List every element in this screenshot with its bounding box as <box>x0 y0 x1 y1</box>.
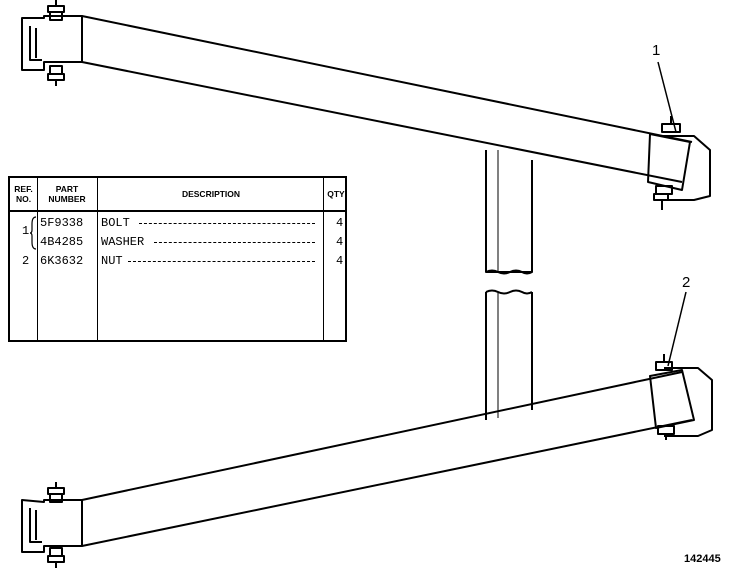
header-qty: QTY <box>327 189 345 199</box>
right-mount-lower <box>649 354 713 440</box>
part-description: NUT <box>101 254 123 268</box>
leader-line-2 <box>667 291 687 367</box>
ref-brace-icon <box>30 216 37 250</box>
leader-line-1 <box>657 61 677 133</box>
callout-2: 2 <box>682 274 691 291</box>
left-bracket-upper <box>21 0 83 86</box>
part-number: 5F9338 <box>40 216 84 230</box>
part-description: WASHER <box>101 235 145 249</box>
quantity: 4 <box>336 216 344 230</box>
header-description: DESCRIPTION <box>181 189 241 199</box>
column-divider <box>97 178 98 340</box>
ref-number: 1 <box>22 224 30 238</box>
part-number: 4B4285 <box>40 235 84 249</box>
lower-brace <box>81 371 693 547</box>
column-divider <box>37 178 38 340</box>
table-row: 4B4285 WASHER 4 <box>10 233 345 253</box>
table-row: 1 5F9338 BOLT 4 <box>10 214 345 238</box>
header-ref-no: REF. NO. <box>14 184 33 204</box>
frame-member <box>485 150 533 420</box>
column-divider <box>323 178 324 340</box>
callout-1: 1 <box>652 42 661 59</box>
quantity: 4 <box>336 254 344 268</box>
parts-table: REF. NO. PART NUMBER DESCRIPTION QTY 1 5… <box>8 176 347 342</box>
part-number: 6K3632 <box>40 254 84 268</box>
header-part-number: PART NUMBER <box>48 184 86 204</box>
upper-brace <box>81 15 693 183</box>
right-mount-upper <box>647 116 711 210</box>
ref-number: 2 <box>22 254 30 268</box>
figure-number: 142445 <box>684 553 721 565</box>
table-row: 2 6K3632 NUT 4 <box>10 252 345 272</box>
table-header: REF. NO. PART NUMBER DESCRIPTION QTY <box>10 178 345 212</box>
part-description: BOLT <box>101 216 130 230</box>
left-bracket-lower <box>21 482 83 568</box>
quantity: 4 <box>336 235 344 249</box>
